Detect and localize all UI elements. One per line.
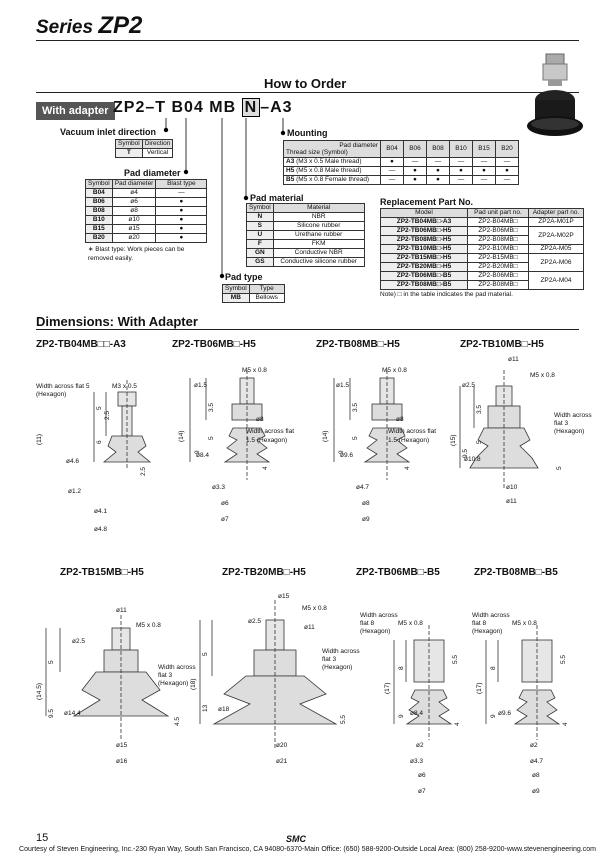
code-dash: – <box>260 99 271 116</box>
vacuum-inlet-title: Vacuum inlet direction <box>60 127 157 137</box>
drawing-tb06-b5 <box>393 625 452 740</box>
part-title-tb06-b5: ZP2-TB06MB□-B5 <box>356 567 440 578</box>
how-to-order-title: How to Order <box>264 76 347 91</box>
code-b04: B04 <box>171 99 204 116</box>
code-series: ZP2 <box>113 99 146 116</box>
replacement-note: Note) □ in the table indicates the pad m… <box>380 291 513 298</box>
replacement-title: Replacement Part No. <box>380 197 474 207</box>
code-a3: A3 <box>270 99 293 116</box>
pad-material-title: Pad material <box>250 193 304 203</box>
dimensions-divider <box>36 329 579 330</box>
header-divider <box>36 40 579 41</box>
drawing-tb08-b5 <box>485 625 560 740</box>
part-title-tb04: ZP2-TB04MB□□-A3 <box>36 339 126 350</box>
part-title-tb10-h5: ZP2-TB10MB□-H5 <box>460 339 544 350</box>
part-title-tb08-b5: ZP2-TB08MB□-B5 <box>474 567 558 578</box>
order-leader-lines <box>163 118 286 279</box>
mounting-title: Mounting <box>287 128 328 138</box>
code-dash: – <box>145 99 156 116</box>
series-name: ZP2 <box>98 12 143 39</box>
drawing-tb15-h5 <box>45 615 170 740</box>
drawing-tb10-h5 <box>459 370 539 490</box>
drawing-tb06-h5 <box>189 370 270 480</box>
product-photo <box>527 53 583 136</box>
smc-logo: SMC <box>286 834 306 844</box>
pad-diameter-title: Pad diameter <box>124 168 181 178</box>
blast-note: ∗ Blast type: Work pieces can be removed… <box>88 246 185 262</box>
adapter-label: With adapter <box>36 102 115 120</box>
order-code: ZP2–T B04 MB N–A3 <box>113 98 293 117</box>
code-t: T <box>155 99 167 116</box>
how-to-order-divider <box>36 92 579 93</box>
part-title-tb20-h5: ZP2-TB20MB□-H5 <box>222 567 306 578</box>
dimensions-title: Dimensions: With Adapter <box>36 314 198 329</box>
mounting-table: Pad diameter Thread size (Symbol) B04 B0… <box>283 140 519 185</box>
drawing-tb08-h5 <box>333 370 410 480</box>
series-prefix: Series <box>36 17 94 38</box>
code-mb: MB <box>209 99 237 116</box>
part-title-tb06-h5: ZP2-TB06MB□-H5 <box>172 339 256 350</box>
drawing-tb04 <box>93 380 152 470</box>
drawing-tb20-h5 <box>199 600 338 750</box>
series-title: Series ZP2 <box>36 12 142 40</box>
courtesy-footer: Courtesy of Steven Engineering, Inc.-230… <box>19 846 596 853</box>
page-number: 15 <box>36 832 49 844</box>
dimension-drawings <box>45 370 560 750</box>
part-title-tb08-h5: ZP2-TB08MB□-H5 <box>316 339 400 350</box>
pad-type-title: Pad type <box>225 272 263 282</box>
code-n: N <box>241 98 261 117</box>
part-title-tb15-h5: ZP2-TB15MB□-H5 <box>60 567 144 578</box>
